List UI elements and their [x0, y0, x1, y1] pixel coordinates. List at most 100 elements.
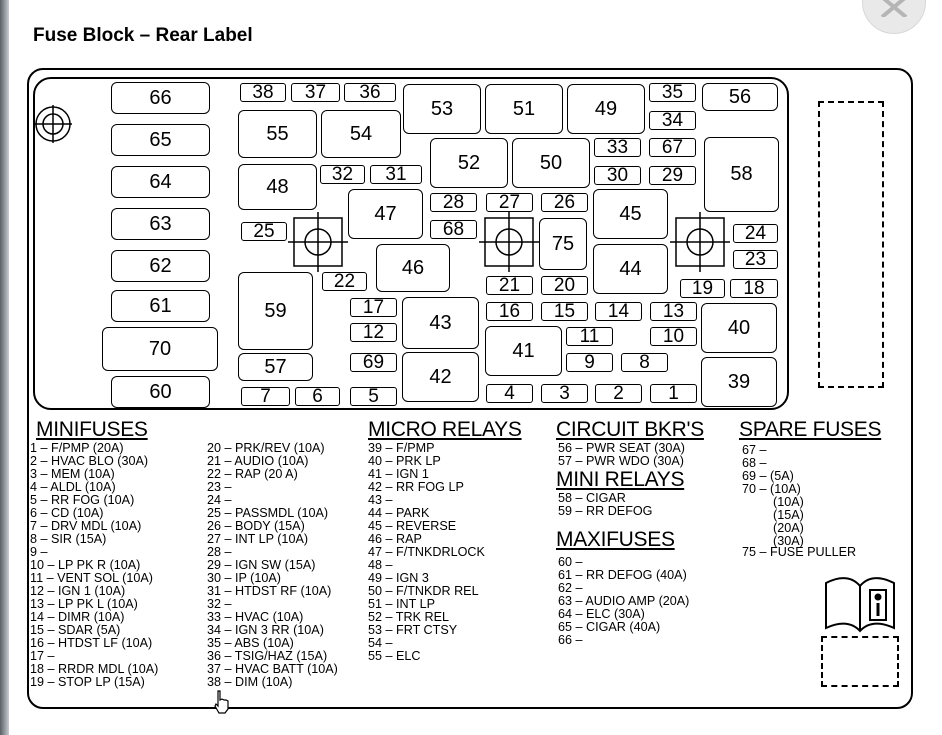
fuse-cavity-18: 18 — [730, 278, 778, 299]
manual-info-icon — [825, 577, 895, 633]
list-item: 47 – F/TNKDRLOCK — [368, 545, 485, 559]
fuse-cavity-65: 65 — [111, 124, 210, 156]
list-item: 63 – AUDIO AMP (20A) — [558, 594, 690, 608]
list-item: 35 – ABS (10A) — [207, 636, 294, 650]
list-item: 9 – — [30, 545, 48, 559]
spare-fuses-heading: SPARE FUSES — [739, 418, 882, 441]
fuse-cavity-24: 24 — [733, 223, 778, 244]
crosshair-icon — [34, 105, 72, 143]
fuse-cavity-15: 15 — [541, 301, 588, 322]
fuse-cavity-70: 70 — [102, 327, 218, 371]
list-item: 62 – — [558, 581, 583, 595]
list-item: 18 – RRDR MDL (10A) — [30, 662, 159, 676]
list-item: 40 – PRK LP — [368, 454, 441, 468]
list-item: 23 – — [207, 480, 232, 494]
fuse-cavity-75: 75 — [539, 218, 587, 270]
fuse-cavity-64: 64 — [111, 166, 210, 198]
list-item: 25 – PASSMDL (10A) — [207, 506, 329, 520]
micro-relays-heading: MICRO RELAYS — [368, 418, 522, 441]
list-item: 55 – ELC — [368, 649, 421, 663]
fuse-label-panel — [27, 68, 913, 709]
fuse-cavity-25: 25 — [241, 221, 287, 242]
fuse-cavity-31: 31 — [370, 164, 422, 185]
list-item: 13 – LP PK L (10A) — [30, 597, 138, 611]
list-item: 39 – F/PMP — [368, 441, 435, 455]
list-item: 42 – RR FOG LP — [368, 480, 464, 494]
fuse-cavity-51: 51 — [485, 84, 563, 134]
list-item: 7 – DRV MDL (10A) — [30, 519, 142, 533]
fuse-cavity-45: 45 — [593, 189, 668, 239]
list-item: 14 – DIMR (10A) — [30, 610, 125, 624]
fuse-cavity-46: 46 — [376, 244, 450, 292]
fuse-cavity-11: 11 — [566, 326, 613, 347]
list-item: 24 – — [207, 493, 232, 507]
fuse-cavity-47: 47 — [348, 189, 423, 239]
fuse-cavity-58: 58 — [704, 137, 779, 212]
fuse-cavity-10: 10 — [650, 326, 697, 347]
list-item: 59 – RR DEFOG — [558, 504, 653, 518]
list-item: 20 – PRK/REV (10A) — [207, 441, 325, 455]
fuse-cavity-39: 39 — [701, 357, 777, 407]
list-item: 67 – — [742, 443, 767, 457]
list-item: 37 – HVAC BATT (10A) — [207, 662, 338, 676]
list-item: 26 – BODY (15A) — [207, 519, 305, 533]
fuse-cavity-55: 55 — [238, 110, 317, 158]
fuse-cavity-63: 63 — [111, 208, 210, 240]
list-item: 70 – (10A) — [742, 482, 801, 496]
list-item: 22 – RAP (20 A) — [207, 467, 298, 481]
list-item: 1 – F/PMP (20A) — [30, 441, 124, 455]
list-item: 12 – IGN 1 (10A) — [30, 584, 126, 598]
fuse-cavity-69: 69 — [350, 352, 397, 373]
fuse-cavity-19: 19 — [680, 278, 725, 299]
fuse-cavity-37: 37 — [291, 82, 340, 103]
fuse-block-outline — [33, 77, 789, 410]
list-item: (15A) — [773, 508, 804, 522]
list-item: 65 – CIGAR (40A) — [558, 620, 661, 634]
fuse-cavity-6: 6 — [295, 386, 340, 407]
fuse-cavity-32: 32 — [320, 164, 365, 185]
list-item: 30 – IP (10A) — [207, 571, 281, 585]
window-left-border — [0, 0, 9, 735]
fuse-cavity-56: 56 — [702, 83, 778, 111]
fuse-cavity-60: 60 — [111, 376, 210, 408]
fuse-cavity-22: 22 — [322, 271, 367, 292]
fuse-cavity-28: 28 — [430, 192, 477, 213]
fuse-cavity-16: 16 — [486, 301, 533, 322]
fuse-cavity-68: 68 — [430, 219, 477, 240]
list-item: 51 – INT LP — [368, 597, 435, 611]
list-item: 66 – — [558, 633, 583, 647]
page-title: Fuse Block – Rear Label — [33, 25, 253, 46]
list-item: 29 – IGN SW (15A) — [207, 558, 316, 572]
fuse-cavity-27: 27 — [486, 192, 533, 213]
fuse-puller-slot-outline — [821, 636, 899, 687]
list-item: 8 – SIR (15A) — [30, 532, 107, 546]
list-item: (10A) — [773, 495, 804, 509]
list-item: 2 – HVAC BLO (30A) — [30, 454, 149, 468]
list-item: 61 – RR DEFOG (40A) — [558, 568, 687, 582]
list-item: 64 – ELC (30A) — [558, 607, 645, 621]
list-item: 21 – AUDIO (10A) — [207, 454, 309, 468]
list-item: 45 – REVERSE — [368, 519, 457, 533]
fuse-cavity-12: 12 — [350, 322, 397, 343]
maxifuses-list: 60 – 61 – RR DEFOG (40A) 62 – 63 – AUDIO… — [558, 556, 689, 647]
fuse-cavity-1: 1 — [650, 383, 697, 404]
list-item: 10 – LP PK R (10A) — [30, 558, 141, 572]
list-item: 11 – VENT SOL (10A) — [30, 571, 153, 585]
list-item: 68 – — [742, 456, 767, 470]
list-item: 69 – (5A) — [742, 469, 794, 483]
fuse-cavity-40: 40 — [701, 303, 777, 353]
list-item: 46 – RAP — [368, 532, 422, 546]
fuse-cavity-29: 29 — [649, 165, 696, 186]
fuse-cavity-36: 36 — [344, 82, 396, 103]
fuse-cavity-13: 13 — [650, 301, 697, 322]
fuse-cavity-30: 30 — [594, 165, 641, 186]
list-item: 27 – INT LP (10A) — [207, 532, 309, 546]
list-item: 58 – CIGAR — [558, 491, 626, 505]
list-item: 31 – HTDST RF (10A) — [207, 584, 332, 598]
fuse-cavity-34: 34 — [649, 110, 696, 131]
list-item: 75 – FUSE PULLER — [742, 545, 857, 559]
list-item: 4 – ALDL (10A) — [30, 480, 116, 494]
list-item: 16 – HTDST LF (10A) — [30, 636, 153, 650]
fuse-cavity-54: 54 — [321, 110, 401, 158]
